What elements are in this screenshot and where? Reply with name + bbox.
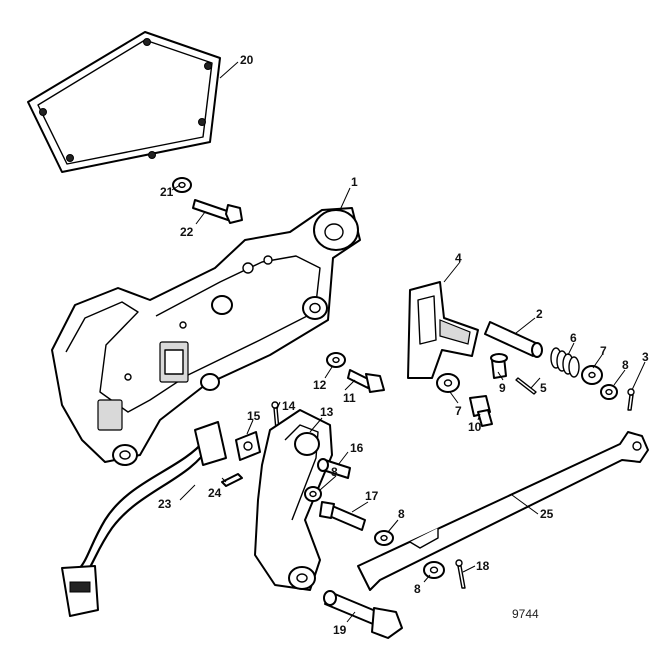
callout-1: 1 <box>351 175 358 189</box>
part-25-shift-rod <box>357 431 649 591</box>
callout-7b: 7 <box>455 404 462 418</box>
callout-18: 18 <box>476 559 490 573</box>
callout-9: 9 <box>499 381 506 395</box>
part-20-cover-plate <box>27 31 221 173</box>
callout-labels: 20 21 22 1 4 2 6 7 8 3 5 9 7 10 12 11 13… <box>158 53 649 637</box>
part-10-bolt <box>469 395 493 427</box>
callout-12: 12 <box>313 378 327 392</box>
callout-14: 14 <box>282 399 296 413</box>
figure-number: 9744 <box>512 607 539 621</box>
part-5-cotter-pin <box>515 377 537 395</box>
part-17-bolt <box>319 501 366 531</box>
part-1-main-bracket <box>51 207 361 466</box>
callout-21: 21 <box>160 185 174 199</box>
part-3-cotter-pin <box>627 388 635 411</box>
part-12-washer <box>326 352 346 368</box>
callout-8d: 8 <box>414 582 421 596</box>
part-8-washer-d <box>423 561 445 579</box>
part-13-lever <box>254 409 333 591</box>
part-18-cotter-pin <box>455 559 466 589</box>
part-23-wire-harness <box>61 421 227 617</box>
part-11-bolt <box>347 369 385 393</box>
callout-22: 22 <box>180 225 194 239</box>
part-19-bolt <box>323 590 403 639</box>
part-22-bolt <box>192 199 243 224</box>
part-2-pin <box>484 321 543 358</box>
part-9-bushing <box>490 353 508 379</box>
part-8-washer-a <box>304 486 322 502</box>
part-8-washer-b <box>374 530 394 546</box>
part-6-spring <box>550 347 580 378</box>
part-21-washer <box>172 177 192 193</box>
callout-19: 19 <box>333 623 347 637</box>
callout-8a: 8 <box>622 358 629 372</box>
callout-23: 23 <box>158 497 172 511</box>
callout-10: 10 <box>468 420 482 434</box>
callout-15: 15 <box>247 409 261 423</box>
callout-11: 11 <box>343 391 356 405</box>
part-15-clip <box>235 431 261 461</box>
callout-24: 24 <box>208 486 222 500</box>
callout-13: 13 <box>320 405 334 419</box>
part-24-screw <box>221 473 243 487</box>
callout-4: 4 <box>455 251 462 265</box>
callout-3: 3 <box>642 350 649 364</box>
callout-8c: 8 <box>398 507 405 521</box>
callout-2: 2 <box>536 307 543 321</box>
callout-8b: 8 <box>331 465 338 479</box>
callout-17: 17 <box>365 489 379 503</box>
part-7-washer-a <box>581 365 603 385</box>
part-16-shaft <box>317 458 351 479</box>
callout-7a: 7 <box>600 344 607 358</box>
callout-20: 20 <box>240 53 254 67</box>
part-4-bracket <box>407 281 479 379</box>
leader-lines <box>171 61 646 623</box>
callout-16: 16 <box>350 441 364 455</box>
callout-25: 25 <box>540 507 554 521</box>
part-8-washer-c <box>600 384 618 400</box>
part-7-washer-b <box>436 373 460 393</box>
callout-6: 6 <box>570 331 577 345</box>
callout-5: 5 <box>540 381 547 395</box>
